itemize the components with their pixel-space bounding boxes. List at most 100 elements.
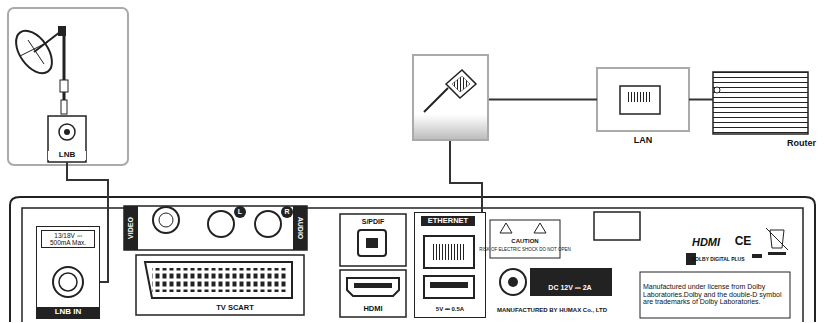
node-text: 13/18V ⎓ 500mA Max. — [41, 230, 95, 248]
lan-wall-socket — [597, 68, 689, 131]
dc-power-jack — [500, 268, 612, 296]
satellite-inset-part — [58, 26, 66, 36]
panel-label: CE — [735, 235, 752, 248]
lnb-wall-plate — [48, 116, 86, 162]
lan-wall-socket-part — [620, 86, 660, 114]
ethernet-usb-ports-part — [424, 276, 474, 298]
node-text: ETHERNET — [421, 216, 475, 226]
panel-label: HDMI — [692, 236, 720, 248]
av-jacks-part — [234, 206, 246, 218]
weee-bin-symbol — [686, 228, 788, 265]
panel-label: DOLBY DIGITAL PLUS — [691, 257, 744, 263]
node-text: LNB — [48, 151, 86, 160]
av-jacks-part — [124, 206, 307, 250]
weee-bin-symbol-part — [752, 254, 762, 258]
scart-socket-part — [145, 262, 292, 298]
satellite-inset-part — [28, 40, 44, 64]
license-box — [640, 272, 790, 318]
router-illustration-part — [714, 87, 720, 93]
av-jacks-part — [153, 207, 179, 233]
lnb-wall-plate-part — [59, 124, 75, 140]
panel-label: 5V ⎓ 0.5A — [436, 306, 464, 313]
panel-label: HDMI — [363, 305, 382, 313]
dc-power-jack-part — [500, 269, 526, 295]
panel-label: VIDEO — [127, 217, 135, 239]
satellite-inset-part — [8, 8, 128, 165]
satellite-inset-part — [61, 100, 67, 114]
ethernet-cable-icon-part — [413, 55, 488, 140]
av-jacks-part — [124, 206, 138, 250]
weee-bin-symbol-part — [766, 228, 788, 250]
rear-panel-housing-part — [10, 197, 815, 322]
spdif-port-part — [358, 230, 386, 256]
scart-socket-part — [136, 255, 304, 315]
blank-sticker — [594, 212, 640, 240]
lnb-in-connector-part — [53, 267, 83, 297]
ethernet-cable-icon — [413, 55, 488, 140]
lnb-plate: LNB — [48, 116, 86, 162]
lan-wall-socket-part — [628, 92, 652, 102]
spdif-port — [340, 214, 406, 266]
ethernet-usb-ports — [424, 236, 474, 298]
dc-power-jack-part — [508, 277, 518, 287]
lnb-wall-plate-part — [48, 116, 86, 162]
satellite-inset-part — [60, 80, 68, 92]
router: Router — [713, 72, 808, 134]
panel-label: S/PDIF — [362, 218, 385, 226]
lan-wall-socket-part — [597, 68, 689, 131]
weee-bin-symbol-part — [768, 252, 786, 255]
ethernet-port: ETHERNET — [414, 212, 486, 318]
license-box-part — [640, 272, 790, 318]
node-text: LAN — [597, 136, 689, 146]
cable — [689, 99, 713, 101]
panel-label: RISK OF ELECTRIC SHOCK DO NOT OPEN — [479, 248, 570, 253]
hdmi-port-part — [340, 270, 406, 317]
scart-socket — [136, 255, 304, 315]
satellite-inset-part — [34, 32, 60, 52]
ethernet-usb-ports-part — [432, 244, 466, 260]
panel-label: CAUTION — [511, 238, 538, 245]
ethernet-cable-icon-part — [424, 88, 448, 112]
spdif-port-part — [366, 238, 378, 248]
blank-sticker-part — [594, 212, 640, 240]
node-text: Router — [787, 139, 816, 149]
hdmi-port-part — [347, 278, 399, 296]
spdif-port-part — [340, 214, 406, 266]
satellite-inset-part — [9, 24, 59, 79]
panel-label: TV SCART — [216, 304, 254, 312]
av-jacks-part — [293, 206, 307, 250]
dc-power-jack-part — [530, 268, 612, 296]
ethernet-cable-icon-part — [452, 76, 470, 92]
ethernet-usb-ports-part — [424, 236, 474, 268]
panel-label: MANUFACTURED BY HUMAX Co., LTD — [497, 307, 607, 314]
caution-sticker-part — [500, 223, 512, 233]
panel-label: R — [284, 208, 289, 216]
caution-sticker — [490, 220, 560, 258]
av-jacks-part — [255, 211, 281, 237]
lnb-in-connector-part — [59, 273, 77, 291]
caution-sticker-part — [534, 223, 546, 233]
scart-socket-part — [152, 268, 286, 292]
lnb-in-connector — [53, 267, 83, 297]
router-illustration-part — [713, 72, 808, 134]
lnb-wall-plate-part — [64, 129, 70, 135]
router-illustration — [713, 72, 808, 134]
node-text: LNB IN — [37, 307, 99, 318]
hdmi-port-part — [354, 283, 392, 288]
ethernet-cable-icon-part — [446, 70, 476, 98]
rear-panel-housing — [10, 197, 815, 322]
ethernet-usb-ports-part — [430, 282, 468, 288]
hdmi-port — [340, 270, 406, 317]
license-note: Manufactured under license from Dolby La… — [643, 283, 787, 306]
av-jacks-part — [159, 213, 173, 227]
lan-socket: LAN — [597, 68, 689, 131]
panel-label: L — [238, 208, 242, 216]
panel-label: AUDIO — [296, 217, 304, 240]
cable — [67, 162, 108, 282]
av-jacks-part — [208, 211, 234, 237]
satellite-inset — [8, 8, 128, 165]
av-jacks-part — [281, 206, 293, 218]
